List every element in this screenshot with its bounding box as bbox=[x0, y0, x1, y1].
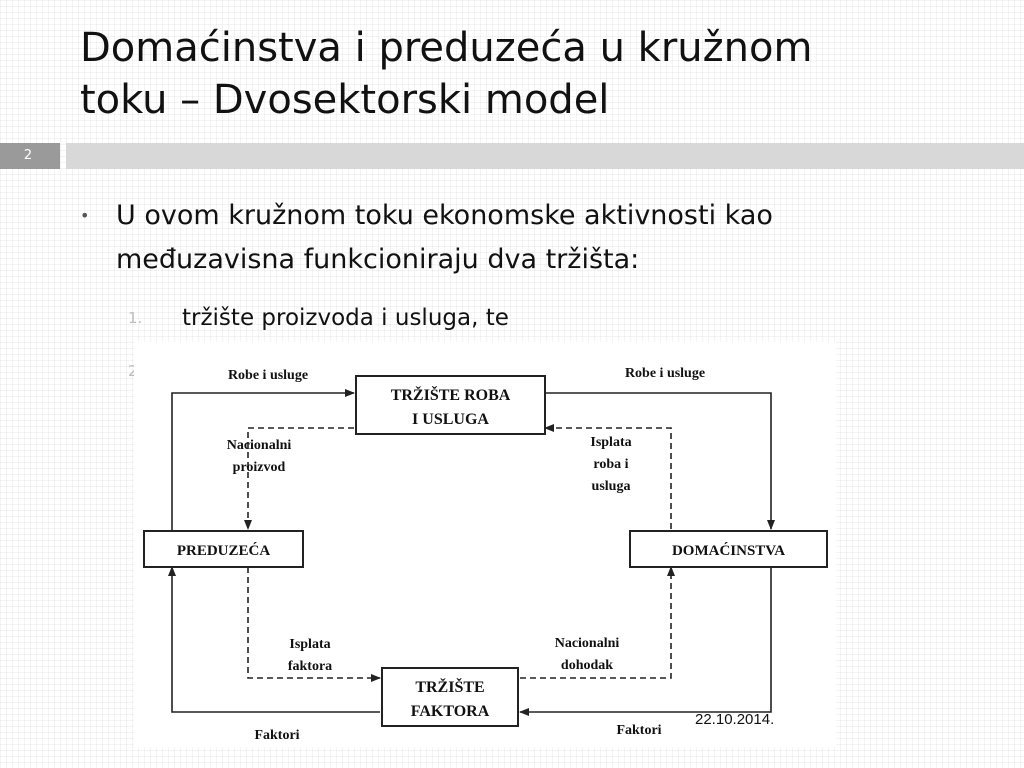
market-factors-line-1: TRŽIŠTE bbox=[415, 677, 484, 696]
households-box bbox=[629, 530, 828, 568]
goods-flow-to-market-arrow bbox=[171, 389, 355, 536]
factors-label-left: Faktori bbox=[254, 728, 299, 743]
national-product-flow-arrow bbox=[244, 427, 354, 530]
national-product-line-1: Nacionalni bbox=[227, 438, 292, 453]
market-goods-box bbox=[355, 375, 546, 435]
market-factors-line-2: FAKTORA bbox=[411, 703, 490, 720]
factors-flow-to-firms-arrow bbox=[168, 566, 380, 713]
national-product-line-2: proizvod bbox=[233, 460, 286, 475]
goods-payment-line-1: Isplata bbox=[590, 435, 631, 450]
factors-flow-to-market-arrow bbox=[519, 567, 772, 716]
market-goods-line-1: TRŽIŠTE ROBA bbox=[391, 385, 511, 404]
list-item-1-number: 1. bbox=[128, 309, 143, 327]
market-goods-line-2: I USLUGA bbox=[412, 411, 489, 428]
slide-title-line-1: Domaćinstva i preduzeća u kružnom bbox=[80, 25, 813, 71]
national-income-line-2: dohodak bbox=[561, 658, 613, 673]
goods-label-left: Robe i usluge bbox=[228, 368, 308, 383]
market-factors-box bbox=[381, 667, 519, 727]
goods-payment-line-2: roba i bbox=[593, 457, 628, 472]
slide-title-line-2: toku – Dvosektorski model bbox=[80, 77, 610, 123]
list-item-1: 1. tržište proizvoda i usluga, te bbox=[128, 303, 828, 333]
circular-flow-diagram: TRŽIŠTE ROBA I USLUGA PREDUZEĆA DOMAĆINS… bbox=[134, 342, 836, 747]
header-rule-bar bbox=[66, 143, 1024, 169]
goods-flow-to-households-arrow bbox=[545, 392, 775, 530]
bullet-paragraph: • U ovom kružnom toku ekonomske aktivnos… bbox=[80, 194, 980, 282]
national-income-line-1: Nacionalni bbox=[555, 636, 620, 651]
goods-label-right: Robe i usluge bbox=[625, 366, 705, 381]
slide-title: Domaćinstva i preduzeća u kružnom toku –… bbox=[80, 22, 980, 126]
factor-payment-line-1: Isplata bbox=[289, 637, 330, 652]
bullet-text-line-1: U ovom kružnom toku ekonomske aktivnosti… bbox=[116, 200, 773, 231]
slide-date: 22.10.2014. bbox=[695, 711, 775, 728]
households-label: DOMAĆINSTVA bbox=[672, 542, 785, 559]
slide-number-box: 2 bbox=[0, 143, 60, 169]
list-item-1-text: tržište proizvoda i usluga, te bbox=[182, 305, 509, 331]
bullet-text: U ovom kružnom toku ekonomske aktivnosti… bbox=[116, 194, 980, 282]
national-income-flow-arrow bbox=[520, 566, 675, 679]
factor-payment-line-2: faktora bbox=[288, 659, 332, 674]
firms-box bbox=[143, 530, 304, 568]
goods-payment-line-3: usluga bbox=[592, 479, 631, 494]
goods-payment-flow-arrow bbox=[544, 424, 672, 529]
bullet-marker: • bbox=[80, 206, 90, 225]
factor-payment-flow-arrow bbox=[247, 567, 381, 682]
factors-label-right: Faktori bbox=[616, 723, 661, 738]
firms-label: PREDUZEĆA bbox=[177, 542, 271, 559]
bullet-text-line-2: međuzavisna funkcioniraju dva tržišta: bbox=[116, 244, 640, 275]
slide-number: 2 bbox=[23, 148, 33, 163]
